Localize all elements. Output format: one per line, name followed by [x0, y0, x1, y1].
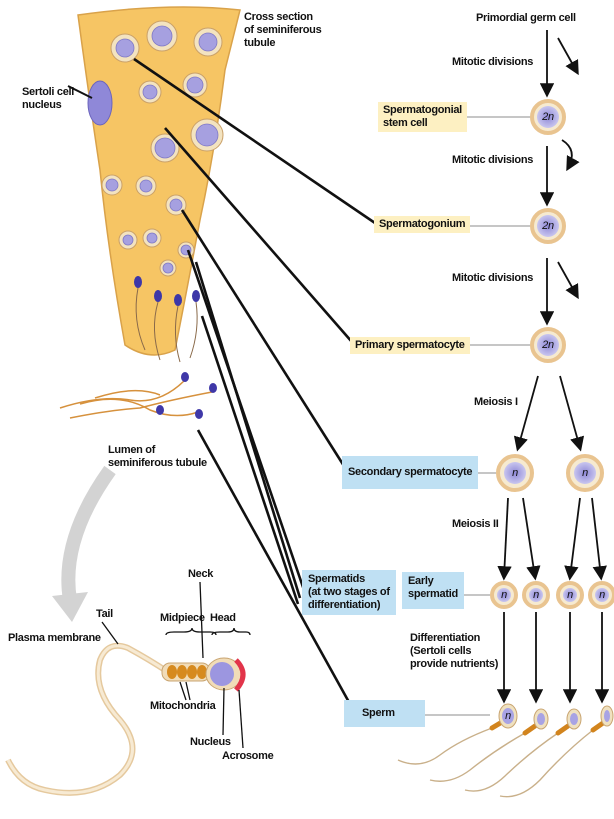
lumen-sperm [60, 372, 217, 419]
sperm-label: Sperm [344, 700, 425, 727]
label-connectors [400, 117, 532, 715]
ploidy-2n-1: 2n [536, 111, 560, 124]
primary-spermatocyte-label: Primary spermatocyte [350, 337, 470, 354]
mitotic-divisions-label-1: Mitotic divisions [452, 56, 533, 69]
neck-label: Neck [188, 568, 213, 581]
mitotic-divisions-label-2: Mitotic divisions [452, 154, 533, 167]
secondary-spermatocyte-label: Secondary spermatocyte [342, 456, 478, 489]
meiosis-i-label: Meiosis I [474, 396, 518, 409]
meiosis-ii-label: Meiosis II [452, 518, 499, 531]
spermatogonial-stem-cell-label: Spermatogonial stem cell [378, 102, 467, 132]
tail-label: Tail [96, 608, 113, 621]
ploidy-n-4: n [528, 589, 544, 602]
sperm-detail [8, 646, 243, 793]
acrosome-label: Acrosome [222, 750, 273, 763]
ploidy-2n-2: 2n [536, 220, 560, 233]
sertoli-nucleus-label: Sertoli cell nucleus [22, 86, 74, 112]
ploidy-n-5: n [562, 589, 578, 602]
mitochondria-label: Mitochondria [150, 700, 215, 713]
early-spermatid-label: Early spermatid [402, 572, 464, 609]
nucleus-label: Nucleus [190, 736, 231, 749]
head-label: Head [210, 612, 236, 625]
ploidy-2n-3: 2n [536, 339, 560, 352]
plasma-membrane-label: Plasma membrane [8, 632, 101, 645]
midpiece-label: Midpiece [160, 612, 205, 625]
cross-section-label: Cross section of seminiferous tubule [244, 11, 321, 50]
spermatogonium-label: Spermatogonium [374, 216, 470, 233]
lumen-label: Lumen of seminiferous tubule [108, 444, 207, 470]
ploidy-n-3: n [496, 589, 512, 602]
primordial-germ-cell-label: Primordial germ cell [476, 12, 576, 25]
ploidy-n-6: n [594, 589, 610, 602]
mitotic-divisions-label-3: Mitotic divisions [452, 272, 533, 285]
ploidy-n-1: n [505, 467, 525, 480]
ploidy-n-2: n [575, 467, 595, 480]
spermatids-label: Spermatids (at two stages of differentia… [302, 570, 396, 615]
ploidy-n-7: n [500, 710, 516, 723]
differentiation-label: Differentiation (Sertoli cells provide n… [410, 632, 498, 671]
grey-transition-arrow [68, 470, 110, 600]
